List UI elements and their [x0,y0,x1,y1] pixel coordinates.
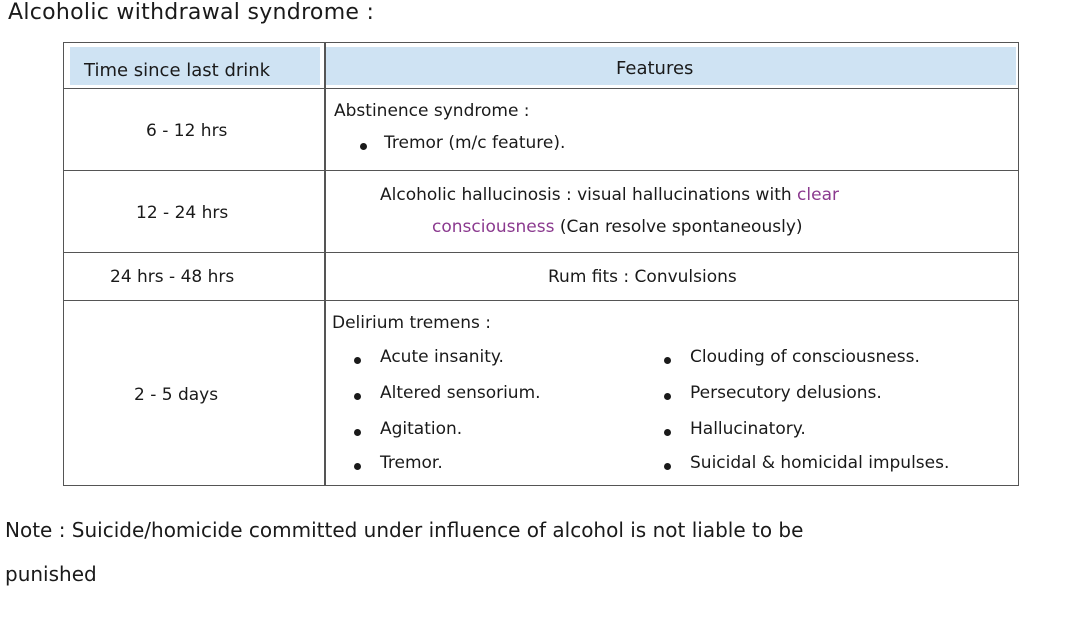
bullet-icon [664,357,671,364]
right-bullet: Hallucinatory. [690,419,806,439]
row-time: 6 - 12 hrs [146,121,228,141]
row-time: 24 hrs - 48 hrs [110,267,235,287]
withdrawal-table: Time since last drink Features 6 - 12 hr… [63,42,1019,486]
bullet-icon [664,429,671,436]
row-heading: Delirium tremens : [332,313,491,333]
left-bullet: Altered sensorium. [380,383,541,403]
row-time: 2 - 5 days [134,385,219,405]
column-divider [324,43,326,485]
bullet-icon [354,393,361,400]
right-bullet: Suicidal & homicidal impulses. [690,453,950,473]
bullet-icon [354,429,361,436]
bullet-icon [664,393,671,400]
right-bullet: Persecutory delusions. [690,383,882,403]
header-cell-features: Features [326,47,1016,85]
table-row: 6 - 12 hrs Abstinence syndrome : Tremor … [64,89,1018,171]
row-time: 12 - 24 hrs [136,203,229,223]
row-line1: Alcoholic hallucinosis : visual hallucin… [380,185,839,205]
table-row: 12 - 24 hrs Alcoholic hallucinosis : vis… [64,171,1018,253]
bullet-icon [354,357,361,364]
left-bullet: Tremor. [380,453,443,473]
header-time-label: Time since last drink [84,60,271,81]
left-bullet: Agitation. [380,419,463,439]
note-line2: punished [5,562,97,586]
header-features-label: Features [616,58,694,79]
row-bullet: Tremor (m/c feature). [384,133,566,153]
row-line2: consciousness (Can resolve spontaneously… [432,217,803,237]
row-text: Rum fits : Convulsions [548,267,737,287]
table-header: Time since last drink Features [64,43,1018,89]
table-row: 24 hrs - 48 hrs Rum fits : Convulsions [64,253,1018,301]
right-bullet: Clouding of consciousness. [690,347,920,367]
left-bullet: Acute insanity. [380,347,504,367]
header-cell-time: Time since last drink [70,47,320,85]
bullet-icon [664,463,671,470]
note-line1: Note : Suicide/homicide committed under … [5,518,804,542]
row-heading: Abstinence syndrome : [334,101,530,121]
table-row: 2 - 5 days Delirium tremens : Acute insa… [64,301,1018,487]
page-title: Alcoholic withdrawal syndrome : [8,0,375,25]
bullet-icon [360,143,367,150]
bullet-icon [354,463,361,470]
